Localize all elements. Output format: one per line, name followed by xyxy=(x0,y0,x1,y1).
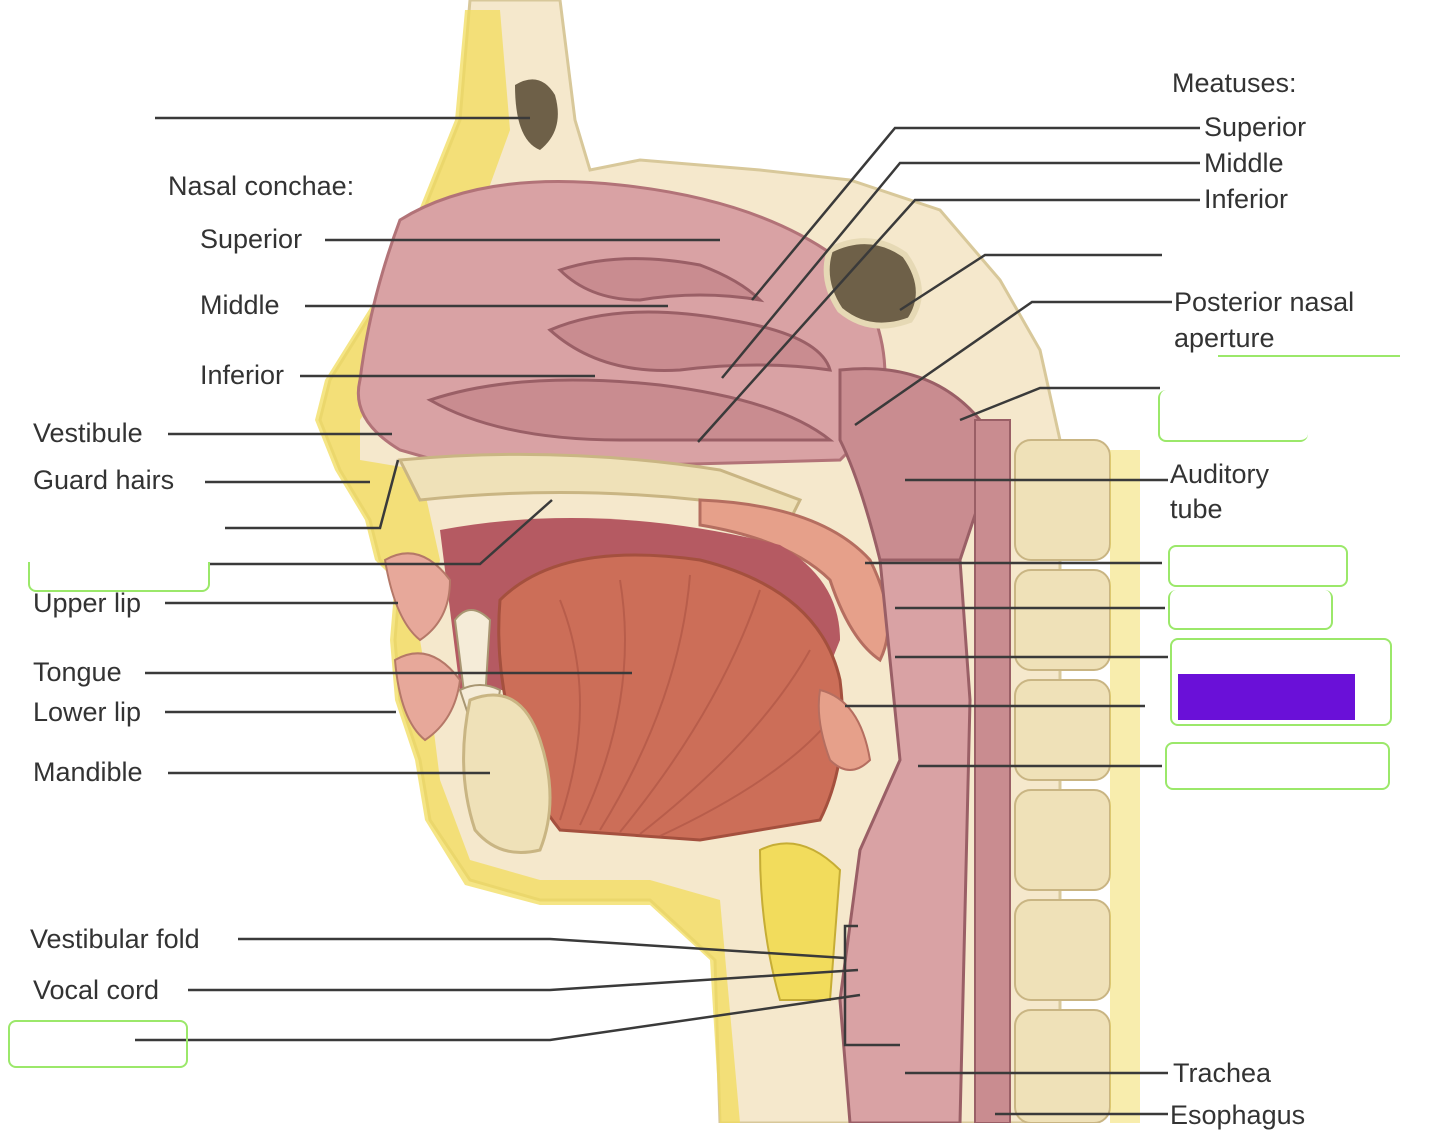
label-conchae-inferior: Inferior xyxy=(200,360,285,390)
label-upper-lip: Upper lip xyxy=(33,588,142,618)
answer-box-right-5[interactable] xyxy=(1165,742,1390,790)
anatomy-illustration xyxy=(315,0,1140,1123)
label-auditory-tube-line2: tube xyxy=(1170,494,1223,524)
leader-blank-2 xyxy=(210,499,553,566)
label-trachea: Trachea xyxy=(1173,1058,1272,1088)
frontal-sinus xyxy=(515,79,558,150)
larynx-cartilage xyxy=(758,842,842,1001)
answer-box-left-bottom[interactable] xyxy=(8,1020,188,1068)
answer-box-right-1[interactable] xyxy=(1158,390,1308,442)
label-tongue: Tongue xyxy=(33,657,122,687)
answer-box-right-2[interactable] xyxy=(1168,545,1348,587)
leader-blank-1 xyxy=(225,459,400,530)
label-auditory-tube-line1: Auditory xyxy=(1170,459,1270,489)
leader-meatus-inferior xyxy=(697,198,1200,443)
answer-box-left-upper[interactable] xyxy=(28,562,210,592)
label-meatus-superior: Superior xyxy=(1204,112,1307,142)
hard-palate xyxy=(397,452,803,522)
answer-underline-posterior-nasal xyxy=(1218,355,1400,357)
leader-vocal-cord xyxy=(188,968,859,992)
lower-lip-shape xyxy=(393,652,462,742)
epiglottis xyxy=(817,688,872,771)
label-guard-hairs: Guard hairs xyxy=(33,465,175,495)
label-lower-lip: Lower lip xyxy=(33,697,142,727)
label-meatus-inferior: Inferior xyxy=(1204,184,1289,214)
label-meatus-middle: Middle xyxy=(1204,148,1284,178)
redaction-mark xyxy=(1178,674,1355,720)
nasal-conchae-heading: Nasal conchae: xyxy=(168,171,355,201)
label-posterior-nasal-aperture-line2: aperture xyxy=(1174,323,1275,353)
label-posterior-nasal-aperture-line1: Posterior nasal xyxy=(1174,287,1355,317)
leader-meatus-middle xyxy=(721,161,1200,379)
label-conchae-superior: Superior xyxy=(200,224,303,254)
mandible-bone xyxy=(462,693,552,854)
inferior-concha xyxy=(426,378,835,442)
label-vocal-cord: Vocal cord xyxy=(33,975,160,1005)
meatuses-heading: Meatuses: xyxy=(1172,68,1297,98)
label-mandible: Mandible xyxy=(33,757,143,787)
label-vestibular-fold: Vestibular fold xyxy=(30,924,200,954)
leader-vestibular-fold xyxy=(238,937,846,960)
leader-posterior-nasal-aperture xyxy=(854,300,1172,427)
superior-concha xyxy=(557,257,765,303)
middle-concha xyxy=(547,310,833,372)
answer-box-right-3[interactable] xyxy=(1168,590,1333,630)
answer-box-right-4[interactable] xyxy=(1170,638,1392,726)
label-esophagus: Esophagus xyxy=(1170,1100,1306,1130)
leader-sphenoid-sinus xyxy=(899,253,1162,312)
upper-lip-shape xyxy=(383,552,452,642)
leader-pharyngeal-tonsil xyxy=(959,386,1160,422)
tongue-fibers xyxy=(559,574,831,837)
leader-larynx-bracket xyxy=(843,924,900,1047)
pharynx xyxy=(838,558,972,1123)
leader-meatus-superior xyxy=(751,126,1200,301)
leader-blank-bottom xyxy=(135,993,861,1042)
label-vestibule: Vestibule xyxy=(33,418,143,448)
vertebral-column xyxy=(1014,439,1140,1123)
label-conchae-middle: Middle xyxy=(200,290,280,320)
esophagus-tube xyxy=(974,419,1011,1123)
leader-lines xyxy=(135,116,1200,1116)
